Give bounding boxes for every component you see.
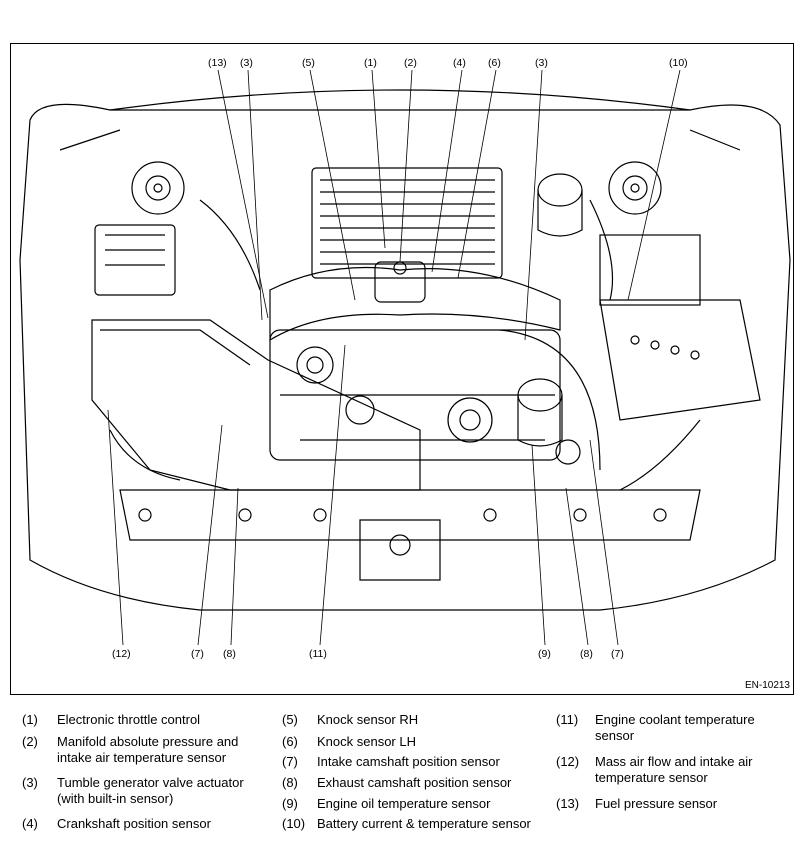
legend-text: Crankshaft position sensor [57,816,211,831]
callout-11-bottom: (11) [309,648,327,660]
legend-text: Tumble generator valve actuator (with bu… [57,775,244,806]
figure-frame [10,43,794,695]
legend-number: (4) [22,816,38,831]
callout-2-top: (2) [404,57,417,69]
callout-9-bottom: (9) [538,648,551,660]
legend-text: Exhaust camshaft position sensor [317,775,512,790]
legend-number: (1) [22,712,38,727]
legend-number: (7) [282,754,298,769]
legend-number: (12) [556,754,580,769]
callout-7-bottom-left: (7) [191,648,204,660]
legend-text: Fuel pressure sensor [595,796,718,811]
legend-number: (10) [282,816,306,831]
legend-text: Knock sensor LH [317,734,416,749]
legend-number: (5) [282,712,298,727]
figure-id: EN-10213 [744,680,790,691]
legend-text: Battery current & temperature sensor [317,816,531,831]
callout-10-top: (10) [669,57,688,69]
legend-text: Electronic throttle control [57,712,201,727]
engine-linework [19,89,791,611]
callout-3-top-left: (3) [240,57,253,69]
callout-13-top: (13) [208,57,227,69]
callout-7-bottom-right: (7) [611,648,624,660]
legend-number: (3) [22,775,38,790]
callout-12-bottom: (12) [112,648,131,660]
callout-8-bottom-right: (8) [580,648,593,660]
legend-number: (9) [282,796,298,811]
callout-5-top: (5) [302,57,315,69]
callouts-top: (13) (3) (5) (1) (2) (4) (6) (3) (10) [208,57,688,69]
legend: (1) Electronic throttle control (2) Mani… [0,708,804,841]
legend-number: (11) [556,712,579,727]
legend-text: Mass air flow and intake air temperature… [595,754,753,785]
callout-8-bottom-left: (8) [223,648,236,660]
engine-compartment-drawing: (13) (3) (5) (1) (2) (4) (6) (3) (10) (1… [19,57,791,660]
callout-6-top: (6) [488,57,501,69]
callout-4-top: (4) [453,57,466,69]
legend-text: Manifold absolute pressure and intake ai… [57,734,239,765]
legend-number: (13) [556,796,580,811]
callout-3-top-right: (3) [535,57,548,69]
callout-1-top: (1) [364,57,377,69]
legend-number: (8) [282,775,298,790]
legend-text: Intake camshaft position sensor [317,754,500,769]
legend-number: (6) [282,734,298,749]
legend-text: Engine oil temperature sensor [317,796,491,811]
legend-text: Engine coolant temperature sensor [595,712,755,743]
leader-lines [107,69,681,646]
callouts-bottom: (12) (7) (8) (11) (9) (8) (7) [112,648,624,660]
legend-text: Knock sensor RH [317,712,419,727]
legend-number: (2) [22,734,38,749]
